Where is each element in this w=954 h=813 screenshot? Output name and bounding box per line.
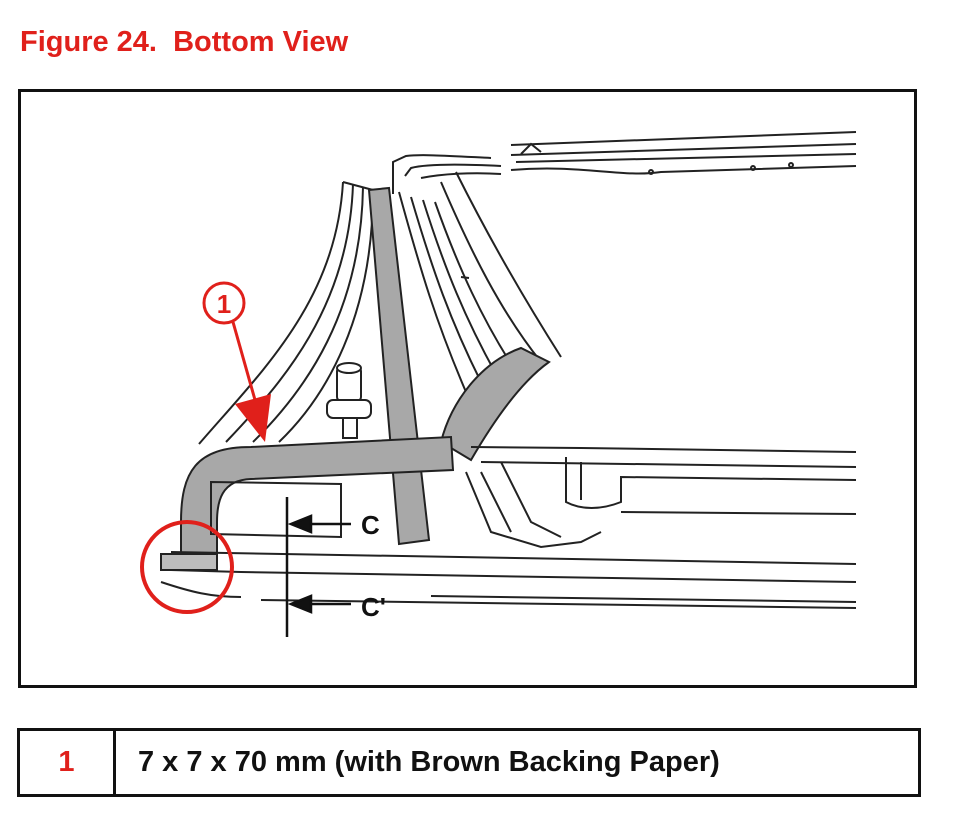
callout-1: 1 bbox=[202, 281, 271, 442]
callout-number: 1 bbox=[217, 289, 231, 319]
callout-circle bbox=[202, 281, 246, 325]
legend-number: 1 bbox=[20, 731, 116, 794]
bottom-view-drawing: C C' 1 bbox=[140, 131, 857, 637]
callout-arrowhead bbox=[235, 394, 271, 442]
section-label-c-prime: C' bbox=[361, 592, 386, 622]
legend-table: 1 7 x 7 x 70 mm (with Brown Backing Pape… bbox=[17, 728, 921, 797]
lower-sill bbox=[160, 446, 857, 609]
section-label-c: C bbox=[361, 510, 380, 540]
callout-leader-line bbox=[231, 321, 259, 408]
highlight-circle bbox=[140, 520, 234, 614]
figure-title: Figure 24. Bottom View bbox=[20, 26, 349, 58]
stud-fitting bbox=[326, 362, 372, 439]
tape-strips bbox=[160, 186, 551, 571]
section-line bbox=[285, 497, 351, 637]
legend-description: 7 x 7 x 70 mm (with Brown Backing Paper) bbox=[138, 746, 720, 778]
diagram-frame: C C' 1 bbox=[18, 89, 917, 688]
label-bg-c bbox=[351, 510, 391, 538]
top-rail bbox=[392, 131, 857, 194]
